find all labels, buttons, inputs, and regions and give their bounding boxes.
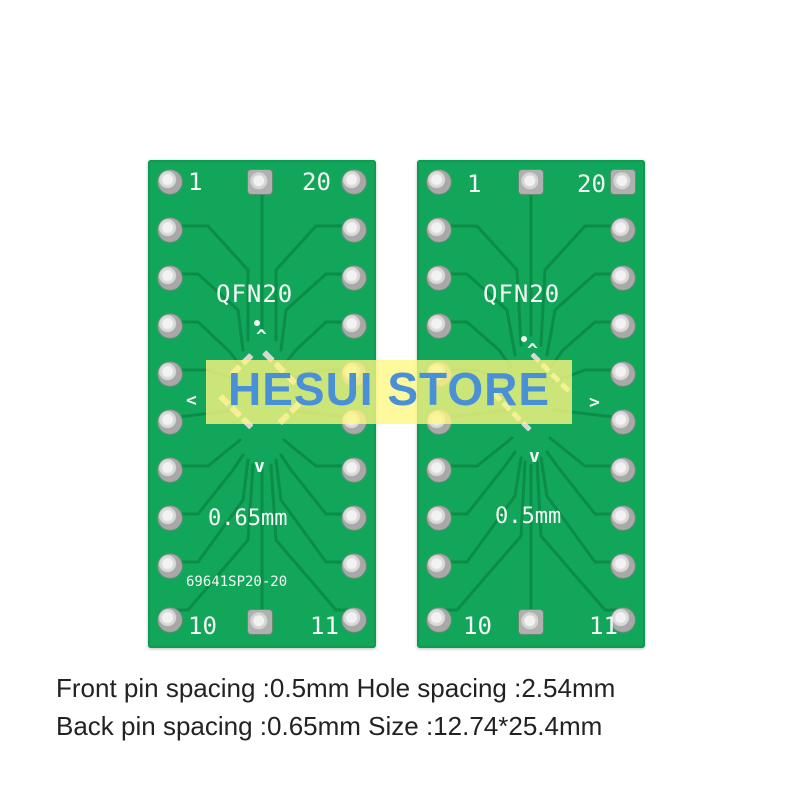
pad xyxy=(611,218,635,242)
package-label: QFN20 xyxy=(483,280,561,308)
pad xyxy=(158,218,182,242)
pad xyxy=(611,506,635,530)
pad xyxy=(158,362,182,386)
pad xyxy=(342,458,366,482)
pad xyxy=(427,554,451,578)
pad-pin-11 xyxy=(611,608,635,632)
watermark-text: HESUI STORE xyxy=(228,363,550,415)
pad xyxy=(611,458,635,482)
chevron-left-icon: < xyxy=(186,390,197,411)
pad xyxy=(158,554,182,578)
spec-caption-line-1: Front pin spacing :0.5mm Hole spacing :2… xyxy=(56,673,616,703)
pad xyxy=(611,266,635,290)
pad xyxy=(158,266,182,290)
pad xyxy=(427,506,451,530)
pad-pin-1 xyxy=(158,170,182,194)
pad xyxy=(342,554,366,578)
pin1-marker-dot xyxy=(521,336,527,342)
pcb-board-back: 1 20 QFN20 ^ > v 0.5mm 10 11 xyxy=(417,160,645,648)
pad-pin-10 xyxy=(158,608,182,632)
pad xyxy=(342,266,366,290)
pad-pin-11 xyxy=(342,608,366,632)
pin-label-20: 20 xyxy=(302,168,331,196)
pin-label-1: 1 xyxy=(467,170,482,198)
pad xyxy=(611,410,635,434)
chevron-up-icon: ^ xyxy=(256,326,267,347)
pad xyxy=(427,314,451,338)
pin-label-11: 11 xyxy=(310,612,339,640)
copper-traces xyxy=(437,182,625,626)
pitch-label: 0.65mm xyxy=(208,506,288,531)
pin-label-1: 1 xyxy=(188,168,203,196)
store-watermark: HESUI STORE xyxy=(206,360,572,424)
pad-ground-bottom xyxy=(248,610,272,634)
pad xyxy=(427,458,451,482)
spec-caption-line-2: Back pin spacing :0.65mm Size :12.74*25.… xyxy=(56,711,603,741)
pad xyxy=(611,314,635,338)
part-code-label: 69641SP20-20 xyxy=(186,574,288,590)
pin-label-20: 20 xyxy=(577,170,606,198)
pad xyxy=(158,314,182,338)
pad-pin-10 xyxy=(427,608,451,632)
pad-pin-20 xyxy=(611,170,635,194)
chevron-down-icon: v xyxy=(254,456,265,477)
pad-ground-top xyxy=(248,170,272,194)
pad xyxy=(342,314,366,338)
pad xyxy=(158,410,182,434)
pad xyxy=(342,218,366,242)
pad-ground-bottom xyxy=(519,610,543,634)
pad-pin-20 xyxy=(342,170,366,194)
pad xyxy=(342,506,366,530)
pad xyxy=(611,362,635,386)
pad xyxy=(427,266,451,290)
chevron-up-icon: ^ xyxy=(527,340,538,361)
pad-ground-top xyxy=(519,170,543,194)
copper-traces xyxy=(168,182,356,626)
chevron-down-icon: v xyxy=(529,446,540,467)
pitch-label: 0.5mm xyxy=(495,504,562,529)
pin-label-11: 11 xyxy=(589,612,618,640)
chevron-right-icon: > xyxy=(589,392,600,413)
pad-pin-1 xyxy=(427,170,451,194)
pad xyxy=(158,506,182,530)
pin1-marker-dot xyxy=(254,320,260,326)
package-label: QFN20 xyxy=(216,280,294,308)
pad xyxy=(611,554,635,578)
pin-label-10: 10 xyxy=(188,612,217,640)
pin-label-10: 10 xyxy=(463,612,492,640)
pad xyxy=(158,458,182,482)
pad xyxy=(427,218,451,242)
